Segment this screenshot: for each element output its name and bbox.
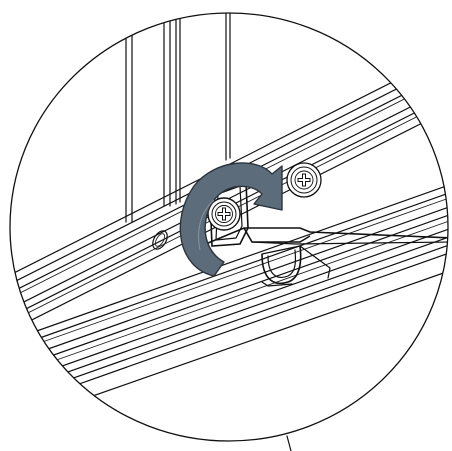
mounting-bracket: [195, 227, 448, 287]
lower-rail: [10, 183, 448, 419]
main-screw-assembly: [207, 180, 249, 247]
rail-hole: [152, 230, 168, 250]
phillips-screw-icon: [286, 162, 322, 198]
rotation-arrow-icon: [179, 162, 283, 277]
phillips-screw-icon: [207, 197, 241, 231]
leader-line: [286, 435, 292, 451]
rail-assembly: [10, 13, 448, 419]
